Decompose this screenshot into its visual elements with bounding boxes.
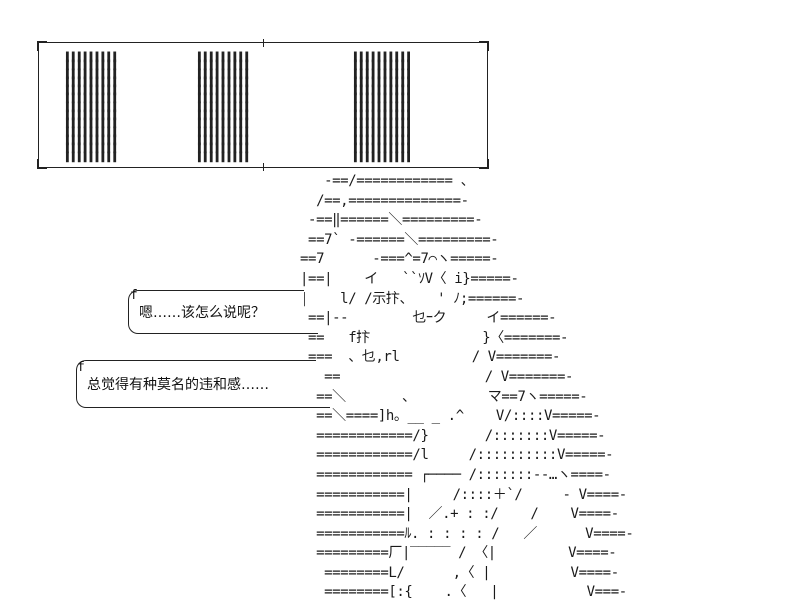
- speech-bubble-1-text: 嗯……该怎么说呢？: [139, 305, 265, 321]
- frame-corner-bottom-left: [37, 159, 47, 169]
- speech-bubble-1-mark: f: [130, 288, 138, 303]
- frame-corner-top-left: [37, 41, 47, 51]
- frame-corner-top-right: [479, 41, 489, 51]
- speech-bubble-1-tail: [304, 333, 318, 334]
- speech-bubble-1: 嗯……该怎么说呢？: [128, 290, 318, 334]
- ascii-art-character: -==/============ 、 /==,==============- -…: [300, 173, 634, 601]
- frame-notch-top: [263, 39, 264, 47]
- frame-notch-bottom: [263, 163, 264, 171]
- frame-corner-bottom-right: [479, 159, 489, 169]
- sign-glyph-left: ▌▌▌▌▌▌▌▌▌ ▌▌▌▌▌▌▌▌▌ ▌▌▌▌▌▌▌▌▌ ▌▌▌▌▌▌▌▌▌ …: [66, 53, 120, 163]
- speech-bubble-2-mark: f: [77, 360, 85, 375]
- speech-bubble-2-tail: [316, 407, 330, 408]
- sign-frame: [37, 39, 489, 171]
- speech-bubble-2: 总觉得有种莫名的违和感……: [76, 360, 330, 408]
- speech-bubble-2-text: 总觉得有种莫名的违和感……: [87, 377, 269, 393]
- sign-glyph-right: ▌▌▌▌▌▌▌▌▌▌ ▌▌▌▌▌▌▌▌▌▌ ▌▌▌▌▌▌▌▌▌▌ ▌▌▌▌▌▌▌…: [354, 53, 414, 163]
- sign-glyph-middle: ▌▌▌▌▌▌▌▌▌ ▌▌▌▌▌▌▌▌▌ ▌▌▌▌▌▌▌▌▌ ▌▌▌▌▌▌▌▌▌ …: [198, 53, 252, 163]
